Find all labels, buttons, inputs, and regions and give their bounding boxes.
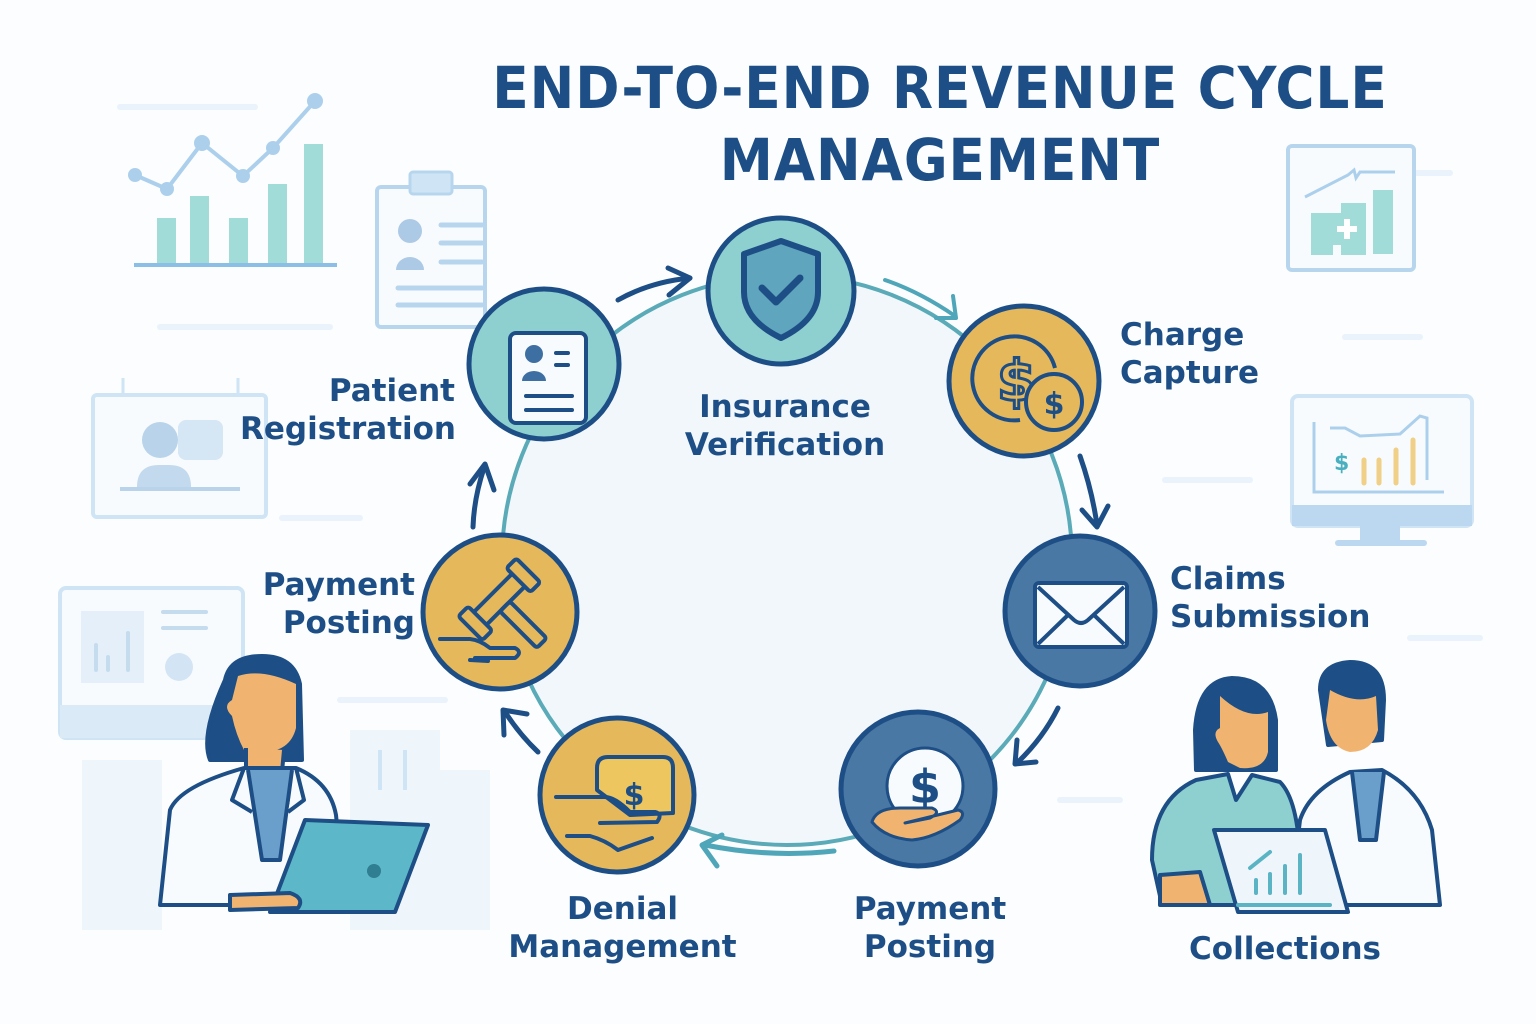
step-payment-posting-left[interactable] [420, 532, 580, 692]
label-line-1: Insurance [699, 389, 871, 425]
label-payment-posting-left: Payment Posting [230, 566, 415, 642]
arrow-registration-to-verification [615, 265, 693, 303]
label-charge-capture: Charge Capture [1120, 316, 1320, 392]
arrow-posting-to-registration [467, 461, 497, 530]
shield-check-icon [741, 238, 821, 341]
label-line-2: Posting [282, 605, 415, 641]
arrow-denial-to-posting [500, 707, 541, 755]
label-line-1: Collections [1189, 931, 1381, 967]
video-call-illustration [91, 378, 268, 519]
hand-icon [438, 637, 521, 663]
label-insurance-verification: Insurance Verification [670, 388, 900, 464]
envelope-icon [1033, 581, 1129, 649]
growth-chart-illustration [128, 93, 337, 267]
hospital-chart-illustration [1286, 144, 1416, 272]
label-line-2: Posting [863, 929, 997, 965]
label-line-2: Verification [684, 427, 886, 463]
step-payment-posting-bottom[interactable]: $ [838, 709, 998, 869]
arrow-verification-to-charge [883, 278, 958, 320]
label-payment-posting-bottom: Payment Posting [830, 890, 1030, 966]
label-line-1: Patient [328, 373, 455, 409]
arrow-charge-to-claims [1077, 453, 1111, 530]
label-claims-submission: Claims Submission [1170, 560, 1400, 636]
arrow-payment-to-denial [699, 832, 837, 869]
step-denial-management[interactable]: $ [537, 715, 697, 875]
label-line-1: Claims [1170, 561, 1286, 597]
title-line-1: END-TO-END REVENUE CYCLE [492, 54, 1388, 122]
id-card-icon [508, 331, 588, 425]
step-patient-registration[interactable] [466, 286, 622, 442]
label-denial-management: Denial Management [500, 890, 745, 966]
svg-text:$: $ [624, 778, 645, 813]
step-charge-capture[interactable]: $ $ [946, 303, 1102, 459]
label-line-1: Charge [1120, 317, 1245, 353]
city-bars [378, 750, 407, 790]
title-line-2: MANAGEMENT [719, 126, 1161, 194]
label-line-1: Denial [567, 891, 678, 927]
hand-coin-icon: $ [870, 746, 965, 842]
label-collections: Collections [1170, 930, 1400, 968]
coins-dollar-icon: $ $ [970, 334, 1084, 432]
step-claims-submission[interactable] [1002, 533, 1158, 689]
clipboard-illustration [375, 170, 487, 329]
label-line-2: Submission [1170, 599, 1371, 635]
page-title: END-TO-END REVENUE CYCLE MANAGEMENT [480, 52, 1400, 196]
step-insurance-verification[interactable] [705, 215, 857, 367]
hand-bill-icon: $ [554, 755, 675, 852]
doctor-with-laptop-illustration [158, 654, 430, 914]
label-line-1: Payment [853, 891, 1007, 927]
svg-text:$: $ [1044, 387, 1065, 422]
svg-text:$: $ [1334, 451, 1349, 476]
collections-team-illustration [1150, 660, 1442, 914]
label-line-2: Capture [1120, 355, 1260, 391]
label-patient-registration: Patient Registration [240, 372, 457, 448]
svg-text:$: $ [909, 760, 941, 814]
arrow-claims-to-payment [1012, 705, 1061, 767]
label-line-2: Management [508, 929, 737, 965]
label-line-2: Registration [240, 411, 457, 447]
finance-monitor-illustration: $ [1290, 394, 1474, 546]
gavel-hand-icon [457, 557, 548, 649]
label-line-1: Payment [262, 567, 415, 603]
